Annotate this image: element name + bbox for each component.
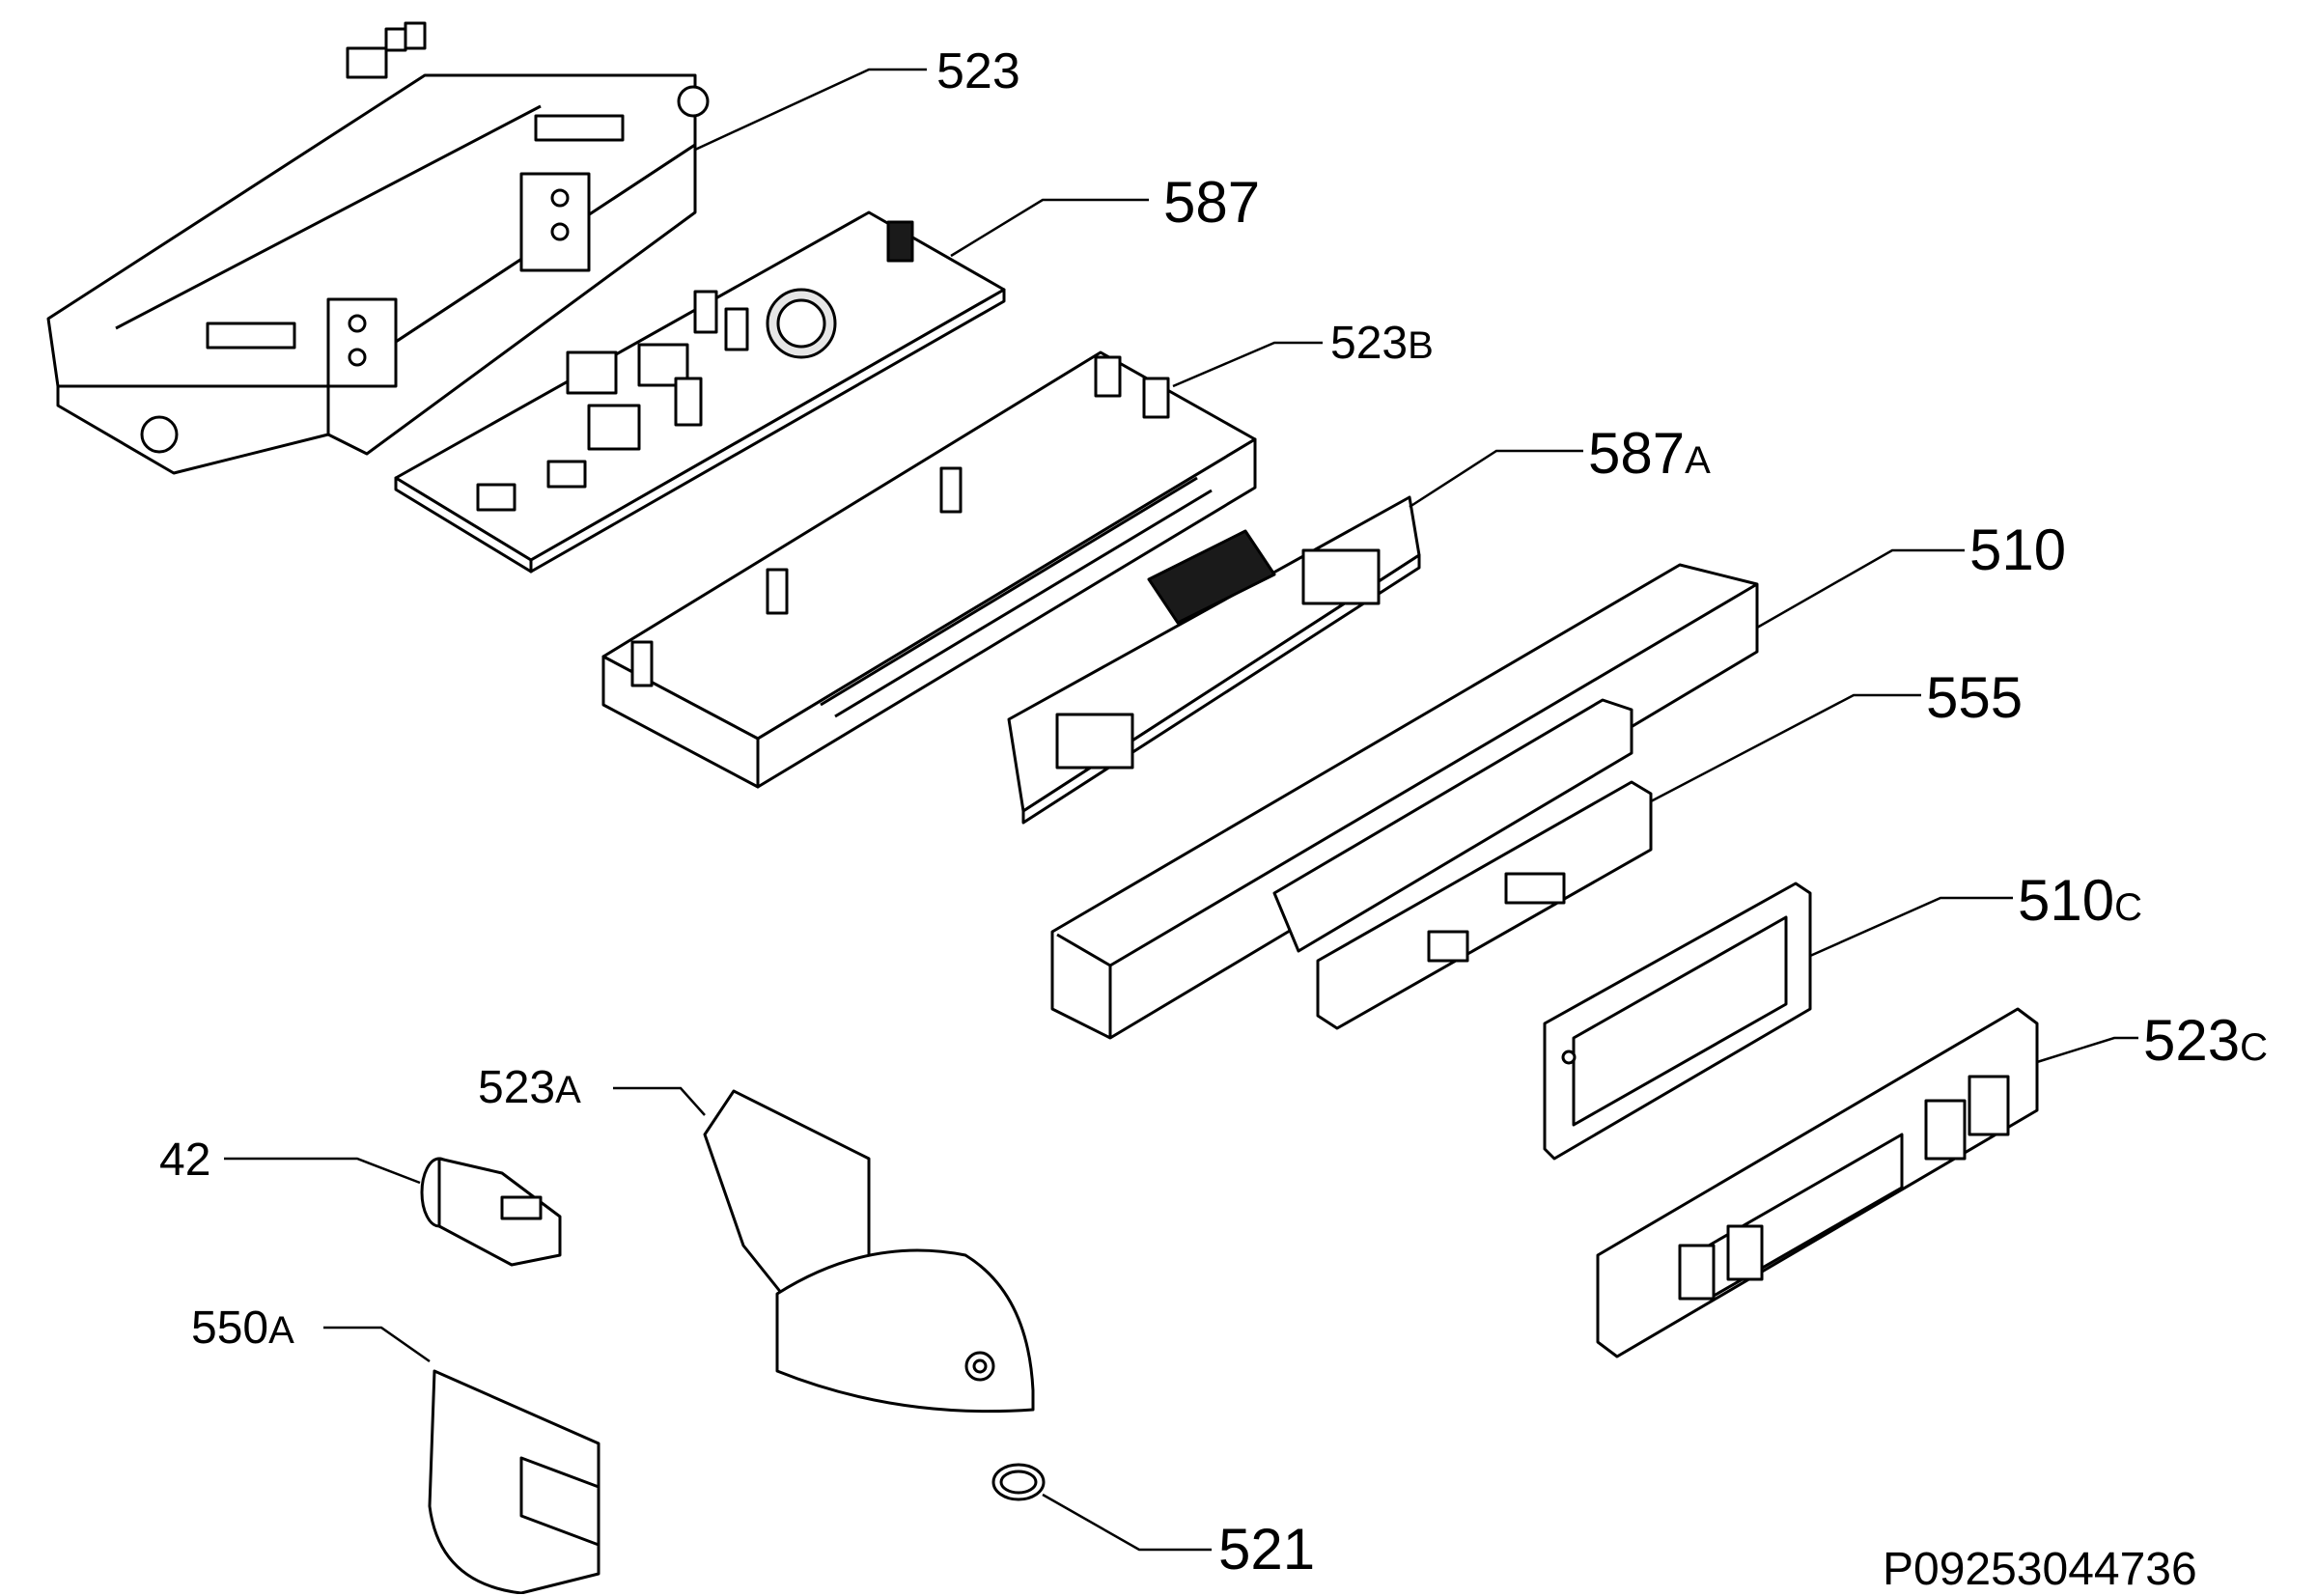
part-587-board — [394, 210, 1006, 574]
callout-42: 42 — [159, 1134, 211, 1186]
callout-555: 555 — [1926, 665, 2024, 730]
callout-523c: 523C — [2143, 1008, 2268, 1073]
part-555-button-strip — [1316, 780, 1653, 1030]
callout-523: 523 — [936, 43, 1020, 99]
part-523-housing — [46, 21, 710, 475]
callout-587: 587 — [1163, 170, 1261, 235]
part-42-lamp-holder — [420, 1157, 562, 1267]
part-521-ring — [991, 1463, 1046, 1501]
part-510-front-bar — [1050, 563, 1759, 1040]
part-523a-side-cap — [703, 1089, 1035, 1414]
part-510c-window — [1543, 882, 1812, 1161]
part-587a-display-board — [1007, 495, 1421, 825]
part-550a-cap — [428, 1369, 600, 1594]
part-523c-frame — [1596, 1007, 2039, 1358]
callout-521: 521 — [1218, 1517, 1316, 1582]
callout-523b: 523B — [1330, 318, 1434, 369]
part-523b-tray — [601, 350, 1257, 789]
diagram-code: P09253044736 — [1883, 1544, 2197, 1595]
callout-523a: 523A — [478, 1062, 581, 1113]
callout-510: 510 — [1969, 518, 2067, 582]
callout-510c: 510C — [2018, 868, 2142, 933]
callout-550a: 550A — [191, 1302, 294, 1354]
callout-587a: 587A — [1588, 421, 1711, 486]
leader-lines — [224, 68, 2138, 1552]
